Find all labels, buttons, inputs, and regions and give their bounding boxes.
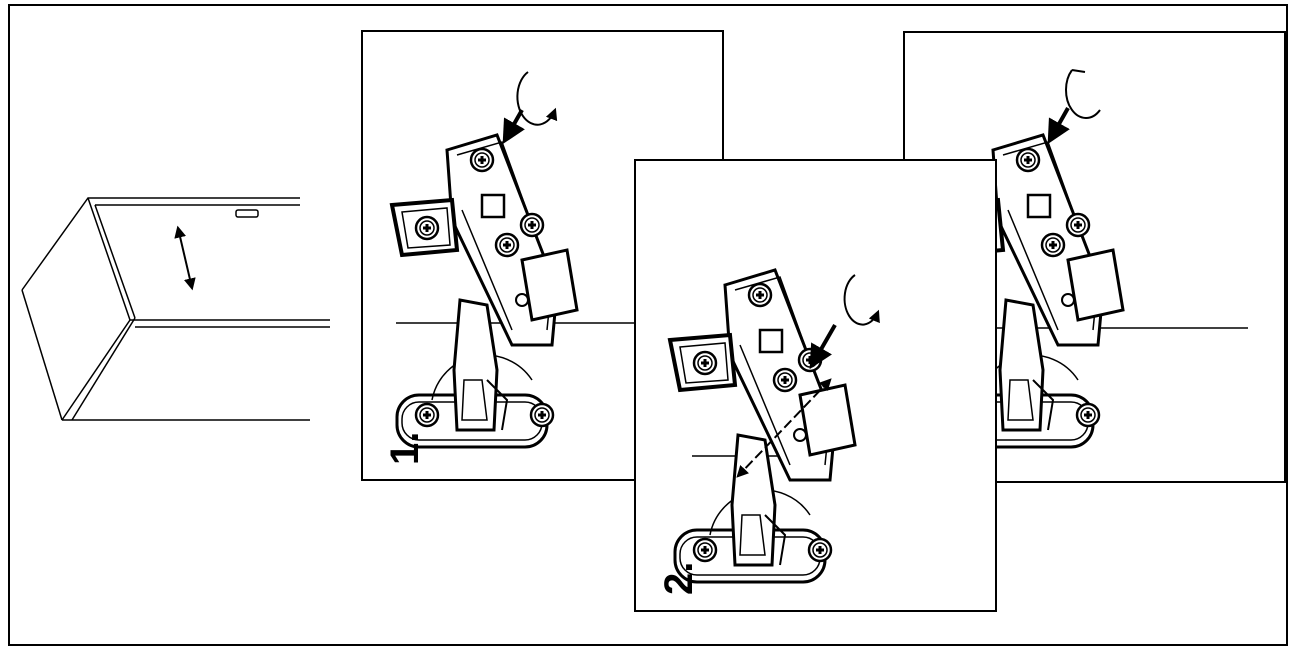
step-label-1: 1.: [383, 432, 427, 465]
cabinet-sketch: [22, 198, 330, 420]
double-arrow-icon: [178, 228, 192, 288]
step-panel-2: 2.: [635, 160, 996, 611]
step-label-2: 2.: [657, 562, 701, 595]
